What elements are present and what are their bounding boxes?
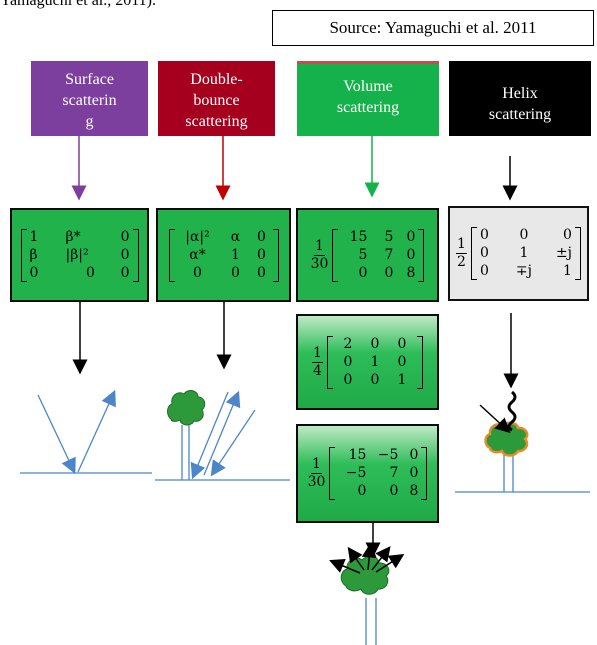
matrix-cell: 0 — [257, 246, 266, 263]
matrix-cell: 8 — [409, 483, 419, 499]
matrix-cell: ±j — [555, 245, 572, 261]
matrix-cell: β* — [65, 228, 81, 245]
matrix-cell: 0 — [409, 447, 419, 463]
matrix-cell: 0 — [479, 245, 489, 261]
matrix-cell: ∓j — [515, 263, 532, 279]
matrix-cell: 0 — [86, 264, 95, 281]
helix-scattering-illustration — [455, 390, 590, 493]
header-line: g — [85, 113, 94, 130]
source-label: Source: Yamaguchi et al. 2011 — [272, 10, 594, 46]
matrix-cell: 0 — [357, 483, 367, 499]
matrix-cell: 0 — [397, 353, 407, 370]
matrix-cell: 0 — [257, 264, 266, 281]
header-line: bounce — [193, 92, 240, 109]
tree-canopy-icon — [340, 555, 390, 595]
tree-canopy-icon — [484, 421, 529, 457]
matrix-cell: 15 — [348, 447, 367, 463]
matrix-cell: 0 — [120, 246, 130, 263]
fraction-denominator: 30 — [307, 474, 326, 490]
matrix-cell: 0 — [29, 264, 39, 281]
matrix-cell: 0 — [384, 264, 394, 281]
caption-fragment: Yamaguchi et al., 2011). — [0, 0, 156, 9]
matrix-cell: 0 — [120, 264, 130, 281]
matrix-cell: 1 — [563, 263, 572, 279]
matrix-cell: 0 — [409, 465, 419, 481]
matrix-cell: 0 — [406, 246, 416, 263]
double-bounce-coherency-matrix: |α|² α 0 α* 1 0 0 0 0 — [156, 208, 291, 302]
fraction-numerator: 1 — [312, 344, 323, 363]
matrix-cell: 1 — [519, 245, 529, 261]
fraction-numerator: 1 — [314, 237, 325, 256]
matrix-cell: 5 — [358, 246, 368, 263]
matrix-cell: 0 — [563, 227, 572, 243]
double-bounce-illustration — [155, 389, 290, 481]
surface-scattering-header: Surface scatterin g — [31, 61, 148, 136]
surface-coherency-matrix: 1 β* 0 β |β|² 0 0 0 0 — [10, 208, 149, 302]
fraction-denominator: 30 — [310, 255, 329, 272]
matrix-cell: β — [29, 246, 38, 263]
surface-scattering-illustration — [20, 389, 152, 475]
matrix-cell: 8 — [406, 264, 416, 281]
matrix-cell: 7 — [389, 465, 399, 481]
matrix-cell: 0 — [343, 353, 353, 370]
matrix-cell: 0 — [519, 227, 529, 243]
fraction-denominator: 4 — [313, 362, 322, 379]
header-line: Double- — [190, 71, 243, 88]
matrix-cell: 0 — [257, 228, 266, 245]
fraction-numerator: 1 — [456, 236, 467, 254]
matrix-cell: 1 — [29, 228, 39, 245]
matrix-cell: |β|² — [65, 246, 89, 263]
double-bounce-scattering-header: Double- bounce scattering — [158, 61, 275, 136]
matrix-cell: 0 — [397, 335, 407, 352]
tree-canopy-icon — [167, 389, 206, 426]
matrix-cell: 15 — [349, 228, 368, 245]
matrix-cell: α — [230, 228, 241, 245]
matrix-cell: 1 — [397, 371, 407, 388]
volume-scattering-header: Volume scattering — [297, 61, 439, 136]
matrix-cell: 2 — [343, 335, 353, 352]
matrix-cell: 0 — [120, 228, 130, 245]
header-line: scattering — [488, 106, 552, 123]
matrix-cell: 0 — [343, 371, 353, 388]
header-line: scattering — [336, 99, 400, 116]
header-line: scattering — [185, 113, 248, 130]
header-line: Surface — [65, 71, 114, 88]
matrix-cell: 0 — [406, 228, 416, 245]
matrix-cell: 0 — [479, 227, 489, 243]
matrix-cell: 0 — [370, 335, 380, 352]
matrix-cell: 5 — [384, 228, 394, 245]
matrix-cell: 0 — [370, 371, 380, 388]
matrix-cell: 0 — [479, 263, 489, 279]
matrix-cell: 0 — [358, 264, 368, 281]
fraction-denominator: 2 — [457, 254, 466, 270]
matrix-cell: 1 — [231, 246, 240, 263]
matrix-cell: 0 — [389, 483, 399, 499]
header-line: scatterin — [62, 92, 117, 109]
matrix-cell: −5 — [377, 447, 399, 463]
matrix-cell: α* — [189, 246, 206, 263]
matrix-cell: 0 — [193, 264, 202, 281]
volume-scattering-illustration — [329, 542, 405, 645]
header-line: Helix — [502, 85, 538, 102]
fraction-numerator: 1 — [311, 456, 322, 474]
matrix-cell: −5 — [345, 465, 367, 481]
matrix-cell: 7 — [384, 246, 394, 263]
matrix-cell: 0 — [231, 264, 240, 281]
header-line: Volume — [343, 78, 393, 95]
matrix-cell: 1 — [370, 353, 380, 370]
helix-scattering-header: Helix scattering — [449, 61, 591, 136]
matrix-cell: |α|² — [185, 228, 210, 245]
